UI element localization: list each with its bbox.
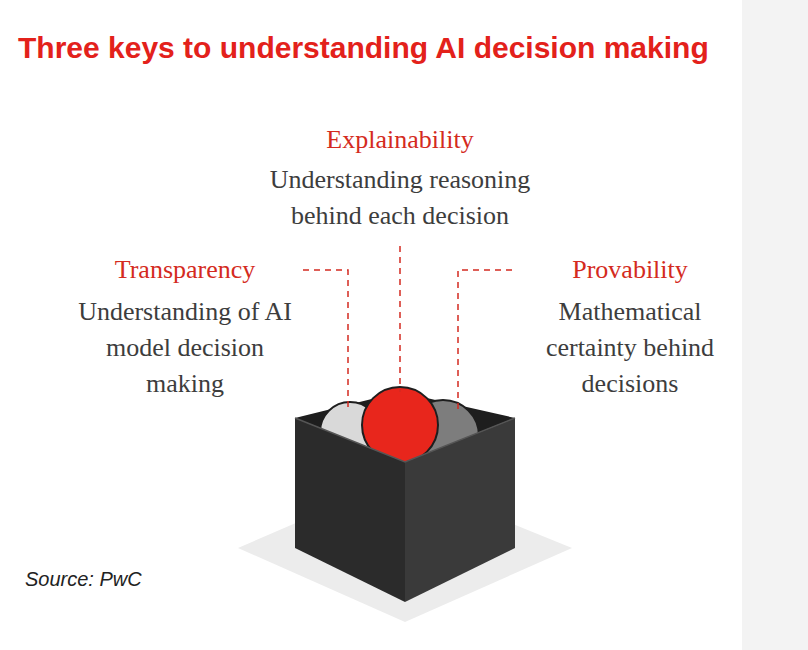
box-left-face [295,418,405,602]
key-description: Understanding of AI model decision makin… [76,294,294,402]
key-description: Understanding reasoning behind each deci… [245,162,555,234]
diagram-title: Three keys to understanding AI decision … [18,30,709,66]
key-heading: Provability [572,254,688,286]
leader-line [303,270,348,412]
box-right-face [405,418,515,602]
leader-line [399,246,401,392]
leader-line [458,270,512,412]
side-band [742,0,808,650]
leader-lines [303,246,512,412]
source-note: Source: PwC [25,568,142,591]
key-heading: Explainability [326,124,473,156]
key-description: Mathematical certainty behind decisions [528,294,733,402]
key-heading: Transparency [115,254,256,286]
box-rim [295,418,515,462]
